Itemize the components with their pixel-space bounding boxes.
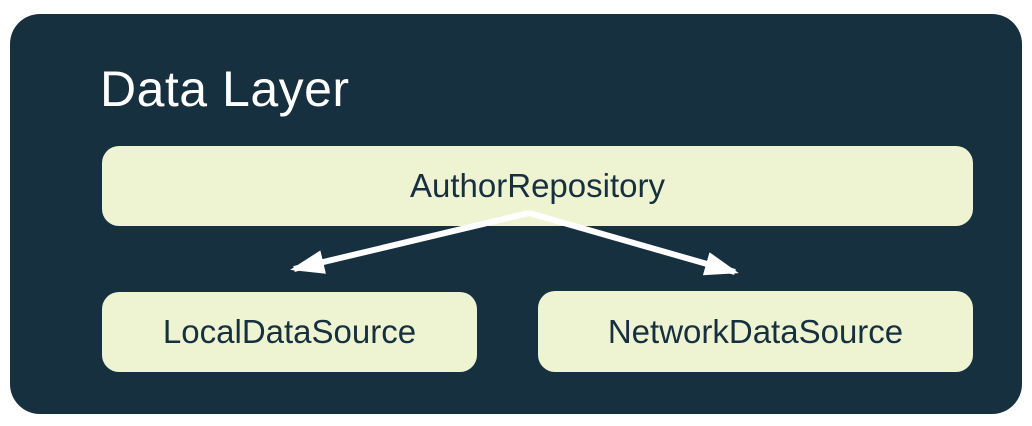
node-local-data-source-label: LocalDataSource: [162, 313, 417, 350]
node-network-data-source-label: NetworkDataSource: [607, 312, 904, 350]
node-author-repository: AuthorRepository: [102, 146, 973, 226]
node-author-repository-label: AuthorRepository: [410, 167, 665, 204]
data-layer-container: Data Layer AuthorRepository LocalDataSou…: [10, 14, 1022, 414]
diagram-title: Data Layer: [100, 61, 350, 117]
node-local-data-source: LocalDataSource: [102, 292, 477, 372]
node-network-data-source: NetworkDataSource: [538, 291, 973, 372]
